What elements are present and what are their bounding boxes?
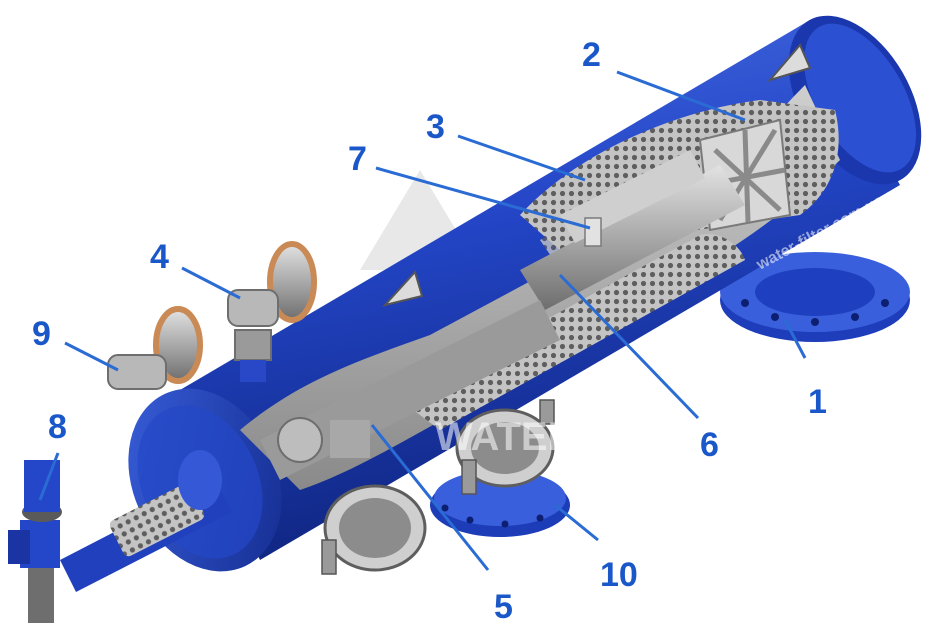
- leader-line-2: [616, 70, 746, 122]
- leader-line-9: [64, 341, 119, 372]
- leader-lines: [38, 70, 807, 571]
- leader-line-4: [181, 266, 241, 300]
- watermark-text: WATER FILTER: [435, 415, 725, 459]
- callout-5: 5: [494, 588, 513, 626]
- callout-2: 2: [582, 36, 601, 74]
- callout-4: 4: [150, 238, 169, 276]
- leader-line-8: [38, 452, 60, 501]
- callout-7: 7: [348, 140, 367, 178]
- callout-labels: 1 2 3 4 5 6 7 8 9 10: [32, 36, 827, 626]
- callout-6: 6: [700, 426, 719, 464]
- collector-pipe: [520, 150, 745, 310]
- drive-shaft: [260, 300, 560, 480]
- callout-1: 1: [808, 383, 827, 421]
- leader-line-3: [457, 134, 586, 182]
- callout-10: 10: [600, 556, 638, 594]
- drive-motor: [8, 450, 232, 623]
- flush-valve: [107, 306, 203, 390]
- outlet-flange: [720, 252, 910, 342]
- pipe-clamp: [455, 399, 555, 495]
- leader-line-10: [554, 503, 599, 542]
- flush-valve: [227, 241, 317, 382]
- callout-8: 8: [48, 408, 67, 446]
- callout-9: 9: [32, 315, 51, 353]
- pipe-clamp: [321, 484, 427, 575]
- leader-line-7: [375, 166, 591, 230]
- leader-line-5: [370, 424, 490, 571]
- leader-line-6: [558, 273, 700, 420]
- callout-3: 3: [426, 108, 445, 146]
- lifting-lug: [382, 43, 812, 307]
- leader-line-1: [783, 319, 807, 359]
